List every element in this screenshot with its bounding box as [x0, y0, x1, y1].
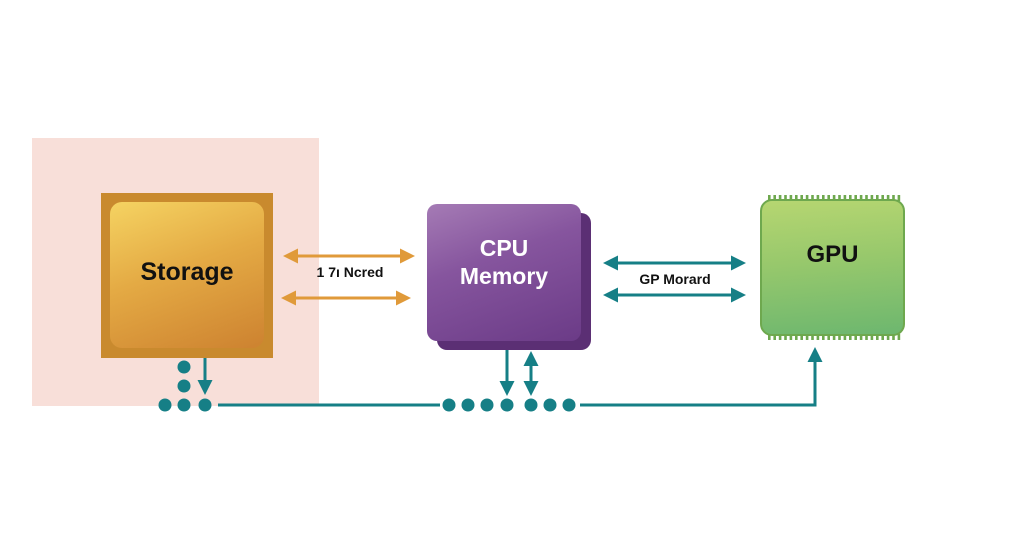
bus-dot [158, 398, 172, 412]
gpu-pin [849, 334, 852, 340]
gpu-pin [822, 195, 825, 201]
gpu-pin [892, 195, 895, 201]
gpu-pin [789, 334, 793, 340]
gpu-pin [843, 334, 847, 340]
bus-dot [177, 360, 191, 374]
gpu-pin [827, 334, 830, 340]
bus-dots [158, 360, 576, 412]
gpu-pin [768, 195, 771, 201]
bus-dot [480, 398, 494, 412]
cpu-memory-label-line1: CPU [479, 235, 529, 261]
gpu-label: GPU [806, 241, 859, 268]
bus-dot [461, 398, 475, 412]
gpu-pin [816, 334, 820, 340]
bus-dot [177, 379, 191, 393]
bus-dot [562, 398, 576, 412]
gpu-pin [881, 195, 884, 201]
gpu-pin [838, 334, 841, 340]
gpu-pin [838, 195, 841, 201]
gpu-pin [811, 195, 814, 201]
gpu-pin [773, 195, 776, 201]
gpu-pin [849, 195, 852, 201]
gpu-pin [870, 195, 874, 201]
gpu-pin [897, 334, 901, 340]
gpu-pin [859, 334, 863, 340]
gpu-pin [897, 195, 901, 201]
storage-node[interactable] [110, 202, 264, 348]
gpu-pin [854, 195, 857, 201]
gpu-pin [778, 195, 782, 201]
gpu-pin [784, 334, 787, 340]
gpu-pin [795, 195, 798, 201]
gpu-pin [886, 334, 890, 340]
gpu-pin [805, 334, 809, 340]
gpu-pin [843, 195, 847, 201]
gpu-pin [859, 195, 863, 201]
bus-dot [524, 398, 538, 412]
gpu-pin [881, 334, 884, 340]
gpu-pin [865, 334, 868, 340]
bus-line-to-gpu [580, 347, 823, 407]
gpu-pin [784, 195, 787, 201]
cpu-gpu-edge-label: GP Morard [639, 271, 711, 287]
gpu-pin [870, 334, 874, 340]
cpu-memory-label-line2: Memory [459, 263, 549, 289]
gpu-pin [832, 334, 836, 340]
gpu-pin [827, 195, 830, 201]
bus-dot [177, 398, 191, 412]
cpu-memory-label: CPU Memory [427, 234, 581, 290]
gpu-pin [865, 195, 868, 201]
gpu-pin [773, 334, 776, 340]
gpu-pin [832, 195, 836, 201]
gpu-pin [805, 195, 809, 201]
gpu-pin [876, 334, 879, 340]
gpu-pin [816, 195, 820, 201]
bus-dot [442, 398, 456, 412]
gpu-node[interactable] [760, 199, 905, 336]
gpu-pin [822, 334, 825, 340]
gpu-pin [800, 334, 803, 340]
gpu-pin [768, 334, 771, 340]
gpu-pin [854, 334, 857, 340]
gpu-pin [876, 195, 879, 201]
cpu-memory-node[interactable] [427, 204, 581, 341]
gpu-pin [892, 334, 895, 340]
bus-dot [543, 398, 557, 412]
gpu-pin [800, 195, 803, 201]
gpu-pin [789, 195, 793, 201]
gpu-pin [795, 334, 798, 340]
gpu-pin [886, 195, 890, 201]
gpu-pin [778, 334, 782, 340]
gpu-pins [768, 195, 901, 340]
storage-cpu-edge-label: 1 7ı Ncred [316, 264, 384, 280]
storage-label: Storage [140, 258, 234, 286]
bus-dot [500, 398, 514, 412]
gpu-pin [811, 334, 814, 340]
bus-dot [198, 398, 212, 412]
